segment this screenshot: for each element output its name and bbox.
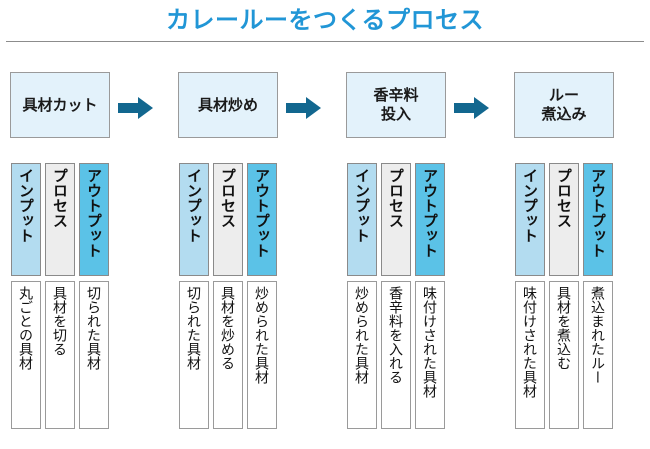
band-row-4: インプット プロセス アウトプット: [512, 163, 616, 276]
band-process-4: プロセス: [549, 163, 579, 276]
arrow-right-icon-2: [286, 96, 322, 120]
arrow-right-icon-1: [118, 96, 154, 120]
band-row-3: インプット プロセス アウトプット: [344, 163, 448, 276]
band-output-3: アウトプット: [415, 163, 445, 276]
cell-process-1[interactable]: 具材を切る: [45, 281, 75, 429]
band-process-1: プロセス: [45, 163, 75, 276]
cell-row-3: 炒められた具材 香辛料を入れる 味付けされた具材: [344, 281, 448, 431]
cell-process-3[interactable]: 香辛料を入れる: [381, 281, 411, 429]
step-box-2[interactable]: 具材炒め: [178, 72, 278, 138]
band-row-2: インプット プロセス アウトプット: [176, 163, 280, 276]
cell-output-1[interactable]: 切られた具材: [79, 281, 109, 429]
cell-row-1: 丸ごとの具材 具材を切る 切られた具材: [8, 281, 112, 431]
band-input-1: インプット: [11, 163, 41, 276]
band-process-2: プロセス: [213, 163, 243, 276]
band-output-4: アウトプット: [583, 163, 613, 276]
band-input-2: インプット: [179, 163, 209, 276]
cell-output-2[interactable]: 炒められた具材: [247, 281, 277, 429]
arrow-right-icon-3: [454, 96, 490, 120]
band-input-4: インプット: [515, 163, 545, 276]
process-column-3: 香辛料 投入 インプット プロセス アウトプット 炒められた具材 香辛料を入れる…: [344, 66, 489, 441]
cell-input-2[interactable]: 切られた具材: [179, 281, 209, 429]
cell-process-2[interactable]: 具材を炒める: [213, 281, 243, 429]
cell-process-4[interactable]: 具材を煮込む: [549, 281, 579, 429]
cell-output-3[interactable]: 味付けされた具材: [415, 281, 445, 429]
cell-input-4[interactable]: 味付けされた具材: [515, 281, 545, 429]
process-column-1: 具材カット インプット プロセス アウトプット 丸ごとの具材 具材を切る 切られ…: [8, 66, 153, 441]
step-box-4[interactable]: ルー 煮込み: [514, 72, 614, 138]
band-output-1: アウトプット: [79, 163, 109, 276]
step-box-3[interactable]: 香辛料 投入: [346, 72, 446, 138]
band-input-3: インプット: [347, 163, 377, 276]
page-title: カレールーをつくるプロセス: [165, 7, 485, 34]
cell-row-2: 切られた具材 具材を炒める 炒められた具材: [176, 281, 280, 431]
cell-input-1[interactable]: 丸ごとの具材: [11, 281, 41, 429]
cell-output-4[interactable]: 煮込まれたルー: [583, 281, 613, 429]
process-column-2: 具材炒め インプット プロセス アウトプット 切られた具材 具材を炒める 炒めら…: [176, 66, 321, 441]
title-divider: [6, 41, 644, 42]
band-output-2: アウトプット: [247, 163, 277, 276]
band-process-3: プロセス: [381, 163, 411, 276]
band-row-1: インプット プロセス アウトプット: [8, 163, 112, 276]
cell-input-3[interactable]: 炒められた具材: [347, 281, 377, 429]
step-box-1[interactable]: 具材カット: [10, 72, 110, 138]
process-column-4: ルー 煮込み インプット プロセス アウトプット 味付けされた具材 具材を煮込む…: [512, 66, 616, 441]
cell-row-4: 味付けされた具材 具材を煮込む 煮込まれたルー: [512, 281, 616, 431]
